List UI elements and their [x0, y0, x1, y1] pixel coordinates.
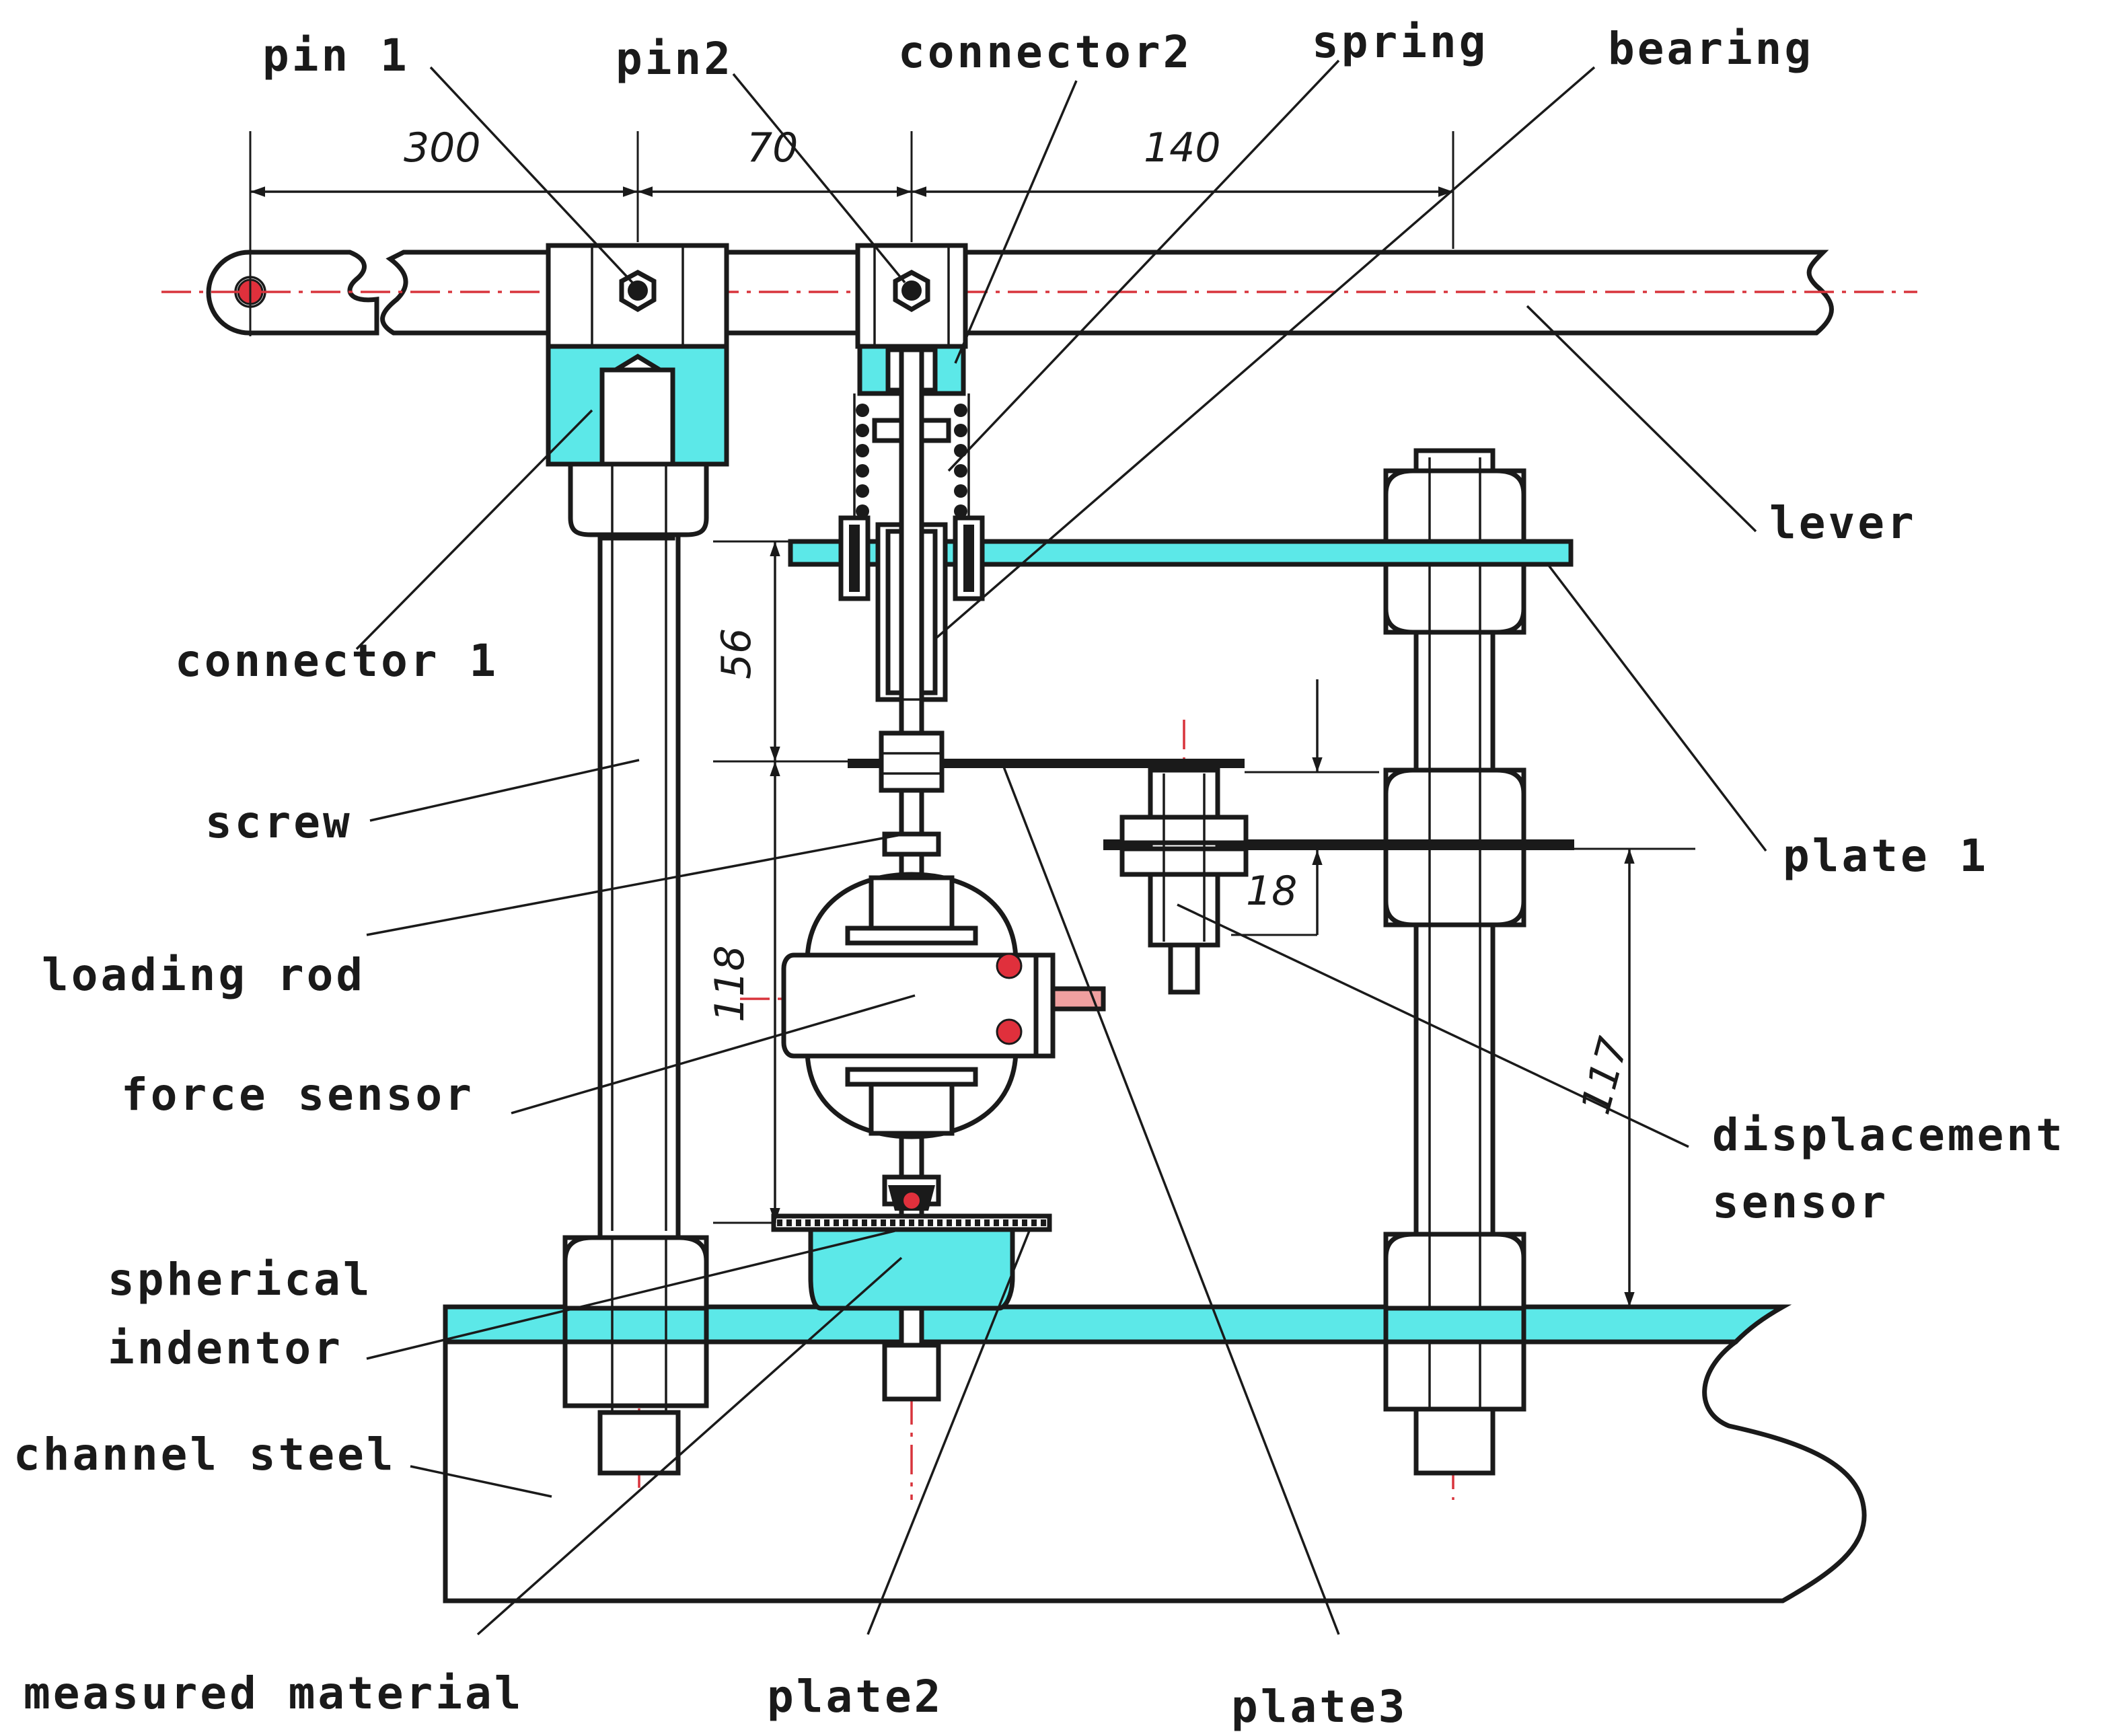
dim-118: 118	[706, 945, 753, 1022]
label-connector-1: connector 1	[175, 635, 499, 687]
dim-56: 56	[713, 628, 760, 679]
loading-rod	[899, 347, 924, 1388]
label-plate-1: plate 1	[1783, 830, 1989, 882]
dim-70: 70	[747, 124, 798, 172]
label-displacement: displacement	[1712, 1109, 2065, 1161]
label-force-sensor: force sensor	[121, 1069, 474, 1121]
label-spherical: spherical	[108, 1254, 373, 1306]
leader-lines	[355, 59, 1767, 1636]
label-bearing: bearing	[1608, 23, 1814, 75]
connector-1	[546, 243, 729, 541]
dim-18: 18	[1246, 868, 1297, 915]
label-lever: lever	[1769, 497, 1917, 549]
dimension-values: 300 70 140 56 118 18 117	[404, 124, 1637, 1119]
lever	[206, 250, 1834, 336]
displacement-sensor	[1119, 767, 1249, 995]
label-pin-1: pin 1	[262, 30, 410, 81]
label-plate-2: plate2	[767, 1671, 943, 1723]
measured-material	[808, 1227, 1015, 1311]
pin-1	[619, 270, 657, 313]
screw	[597, 522, 681, 1240]
label-loading-rod: loading rod	[42, 949, 365, 1001]
dimensions	[249, 131, 1695, 1307]
label-plate-3: plate3	[1231, 1681, 1407, 1733]
label-spring: spring	[1312, 16, 1488, 68]
dim-140: 140	[1144, 124, 1221, 172]
label-screw: screw	[205, 796, 353, 848]
part-labels: pin 1 pin2 connector2 spring bearing lev…	[13, 16, 2065, 1733]
plate-3	[848, 759, 1245, 768]
force-sensor	[781, 872, 1106, 1139]
dim-117: 117	[1572, 1032, 1637, 1119]
right-screw	[1383, 448, 1526, 1476]
label-connector-2: connector2	[898, 26, 1192, 78]
label-measured-material: measured material	[24, 1667, 524, 1719]
dim-300: 300	[404, 124, 481, 172]
label-sensor: sensor	[1712, 1176, 1888, 1228]
left-bottom-nut	[562, 1235, 709, 1476]
spherical-indentor	[888, 1185, 935, 1211]
label-channel-steel: channel steel	[13, 1429, 396, 1480]
label-indentor: indentor	[108, 1322, 343, 1374]
label-pin-2: pin2	[616, 33, 733, 85]
